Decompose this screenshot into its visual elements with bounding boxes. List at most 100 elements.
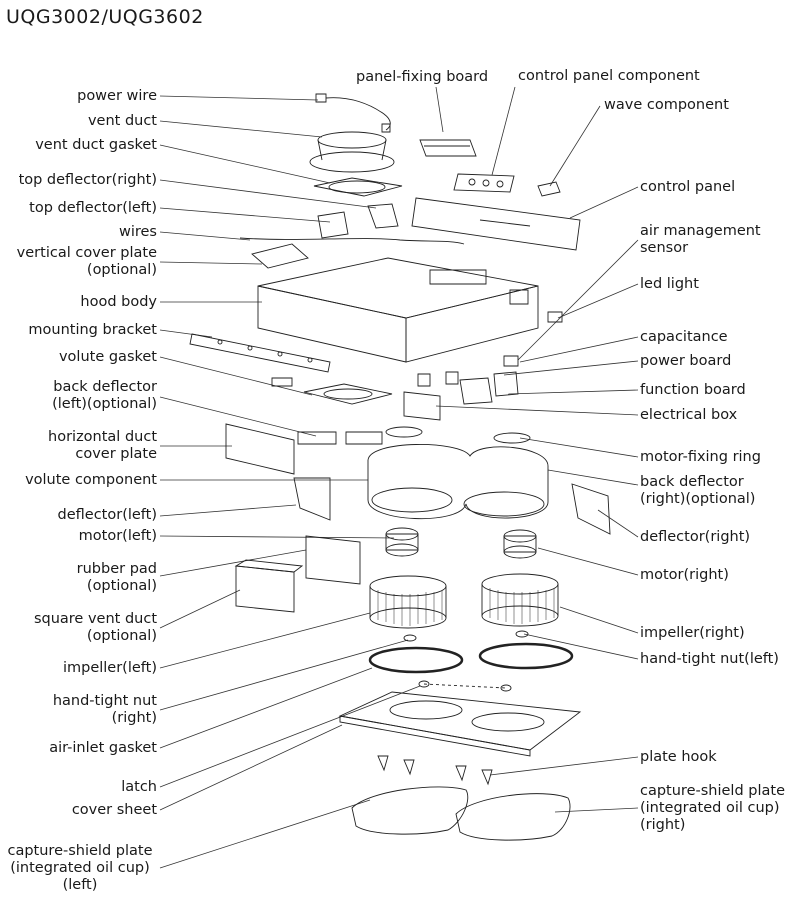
- label-capture-shield-plate-right-line1: capture-shield plate: [640, 783, 785, 799]
- label-capture-shield-plate-left-line3: (left): [62, 877, 98, 893]
- capacitance-part: [504, 356, 518, 366]
- label-air-management-sensor: air management sensor: [640, 223, 761, 257]
- impeller-left-part: [370, 576, 446, 628]
- label-square-vent-duct-line1: square vent duct: [33, 611, 157, 627]
- label-latch: latch: [121, 779, 157, 795]
- volute-component-part: [368, 444, 548, 518]
- wires-part: [240, 238, 464, 244]
- label-deflector-left: deflector(left): [57, 507, 157, 523]
- label-led-light: led light: [640, 276, 699, 292]
- label-function-board: function board: [640, 382, 746, 398]
- label-capture-shield-plate-right-line3: (right): [640, 817, 686, 833]
- leader-lines-right: [435, 86, 639, 813]
- top-deflector-right-part: [368, 204, 398, 228]
- power-wire-part: [316, 94, 390, 132]
- control-panel-component-part: [454, 174, 514, 192]
- motor-left-part: [386, 528, 418, 556]
- label-volute-gasket: volute gasket: [58, 349, 157, 365]
- label-control-panel: control panel: [640, 179, 736, 195]
- mounting-bracket-part: [190, 334, 330, 372]
- label-back-deflector-left: back deflector (left)(optional): [52, 379, 157, 413]
- label-hand-tight-nut-right-line2: (right): [111, 710, 157, 726]
- back-deflector-left-part: [298, 432, 382, 444]
- air-inlet-gasket-part: [370, 644, 572, 672]
- label-hand-tight-nut-right: hand-tight nut (right): [53, 693, 157, 727]
- motor-right-part: [504, 530, 536, 558]
- boards-part: [404, 372, 518, 420]
- label-motor-left: motor(left): [78, 528, 157, 544]
- vertical-cover-plate-part: [252, 244, 308, 268]
- label-rubber-pad-line1: rubber pad: [76, 561, 157, 577]
- label-capture-shield-plate-left-line2: (integrated oil cup): [10, 860, 150, 876]
- capture-shield-plate-right-part: [456, 794, 570, 840]
- label-motor-fixing-ring: motor-fixing ring: [640, 449, 761, 465]
- deflector-left-part: [294, 478, 330, 520]
- label-vent-duct: vent duct: [87, 113, 157, 129]
- label-vent-duct-gasket: vent duct gasket: [35, 137, 157, 153]
- label-power-wire: power wire: [77, 88, 157, 104]
- clip-part: [272, 378, 292, 386]
- wave-component-part: [538, 182, 560, 196]
- label-top-deflector-right: top deflector(right): [18, 172, 157, 188]
- label-rubber-pad-line2: (optional): [86, 578, 157, 594]
- label-back-deflector-right-line1: back deflector: [640, 474, 744, 490]
- label-vertical-cover-plate: vertical cover plate (optional): [17, 245, 157, 279]
- label-control-panel-component: control panel component: [518, 68, 700, 84]
- vent-duct-part: [310, 132, 394, 172]
- label-horizontal-duct-cover-plate-line2: cover plate: [75, 446, 157, 462]
- label-power-board: power board: [640, 353, 732, 369]
- square-vent-duct-part: [236, 560, 302, 612]
- plate-hook-part: [378, 756, 492, 784]
- panel-fixing-board-part: [420, 140, 476, 156]
- top-deflector-left-part: [318, 212, 348, 238]
- label-horizontal-duct-cover-plate-line1: horizontal duct: [48, 429, 157, 445]
- label-vertical-cover-plate-line2: (optional): [86, 262, 157, 278]
- label-square-vent-duct: square vent duct (optional): [34, 611, 157, 645]
- label-back-deflector-right: back deflector (right)(optional): [640, 474, 755, 508]
- label-air-management-sensor-line2: sensor: [640, 240, 689, 256]
- label-back-deflector-right-line2: (right)(optional): [640, 491, 756, 507]
- motor-fixing-ring-part: [386, 427, 530, 443]
- label-wave-component: wave component: [604, 97, 729, 113]
- label-rubber-pad: rubber pad (optional): [77, 561, 157, 595]
- label-back-deflector-left-line2: (left)(optional): [52, 396, 157, 412]
- rubber-pad-part: [306, 536, 360, 584]
- vent-duct-gasket-part: [314, 178, 402, 196]
- impeller-right-part: [482, 574, 558, 626]
- control-panel-part: [412, 198, 580, 250]
- label-plate-hook: plate hook: [640, 749, 717, 765]
- cover-sheet-part: [340, 692, 580, 756]
- label-horizontal-duct-cover-plate: horizontal duct cover plate: [48, 429, 157, 463]
- hood-body-part: [258, 258, 538, 362]
- label-hood-body: hood body: [80, 294, 157, 310]
- deflector-right-part: [572, 484, 610, 534]
- label-capture-shield-plate-right-line2: (integrated oil cup): [640, 800, 780, 816]
- label-mounting-bracket: mounting bracket: [28, 322, 157, 338]
- label-back-deflector-left-line1: back deflector: [53, 379, 157, 395]
- label-capture-shield-plate-right: capture-shield plate (integrated oil cup…: [640, 783, 785, 834]
- horizontal-duct-cover-plate-part: [226, 424, 294, 474]
- label-impeller-left: impeller(left): [62, 660, 157, 676]
- label-capture-shield-plate-left: capture-shield plate (integrated oil cup…: [4, 843, 156, 894]
- label-air-management-sensor-line1: air management: [640, 223, 761, 239]
- label-top-deflector-left: top deflector(left): [29, 200, 157, 216]
- label-air-inlet-gasket: air-inlet gasket: [49, 740, 157, 756]
- label-vertical-cover-plate-line1: vertical cover plate: [16, 245, 157, 261]
- label-capacitance: capacitance: [640, 329, 728, 345]
- label-hand-tight-nut-left: hand-tight nut(left): [640, 651, 779, 667]
- label-deflector-right: deflector(right): [640, 529, 751, 545]
- label-wires: wires: [118, 224, 157, 240]
- label-electrical-box: electrical box: [640, 407, 738, 423]
- capture-shield-plate-left-part: [352, 787, 468, 834]
- label-volute-component: volute component: [25, 472, 157, 488]
- label-square-vent-duct-line2: (optional): [86, 628, 157, 644]
- label-capture-shield-plate-left-line1: capture-shield plate: [7, 843, 153, 859]
- leader-lines-left: [159, 95, 421, 869]
- latch-part: [419, 681, 511, 691]
- volute-gasket-part: [304, 384, 392, 404]
- label-panel-fixing-board: panel-fixing board: [356, 69, 489, 85]
- label-hand-tight-nut-right-line1: hand-tight nut: [52, 693, 157, 709]
- led-light-part: [548, 312, 562, 322]
- label-cover-sheet: cover sheet: [71, 802, 157, 818]
